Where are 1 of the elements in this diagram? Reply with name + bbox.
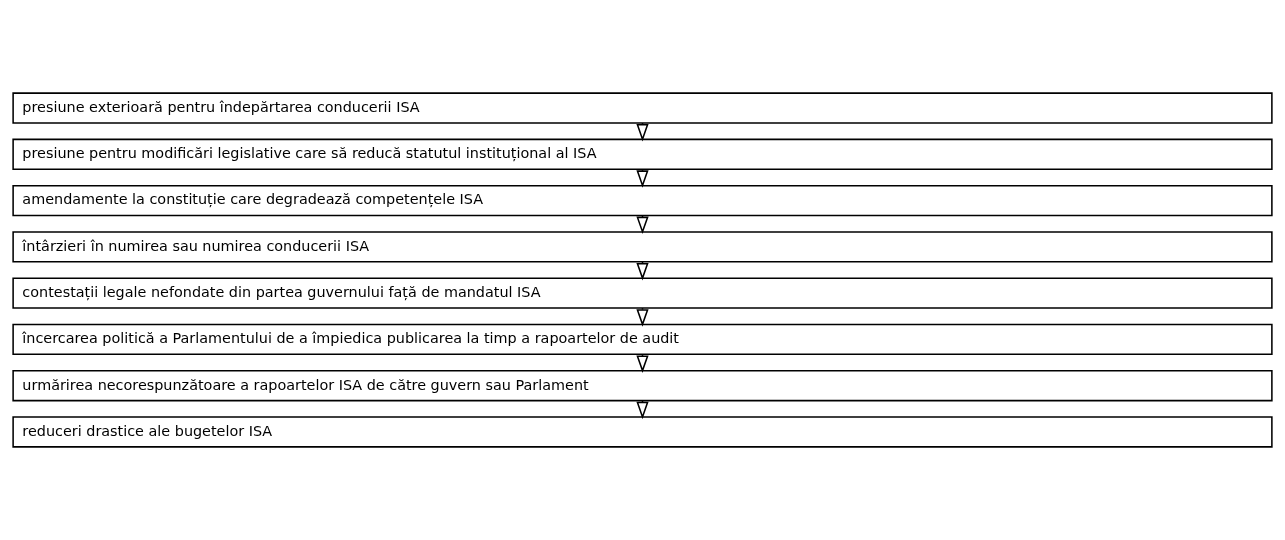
node-box: reduceri drastice ale bugetelor ISA (12, 416, 1273, 448)
